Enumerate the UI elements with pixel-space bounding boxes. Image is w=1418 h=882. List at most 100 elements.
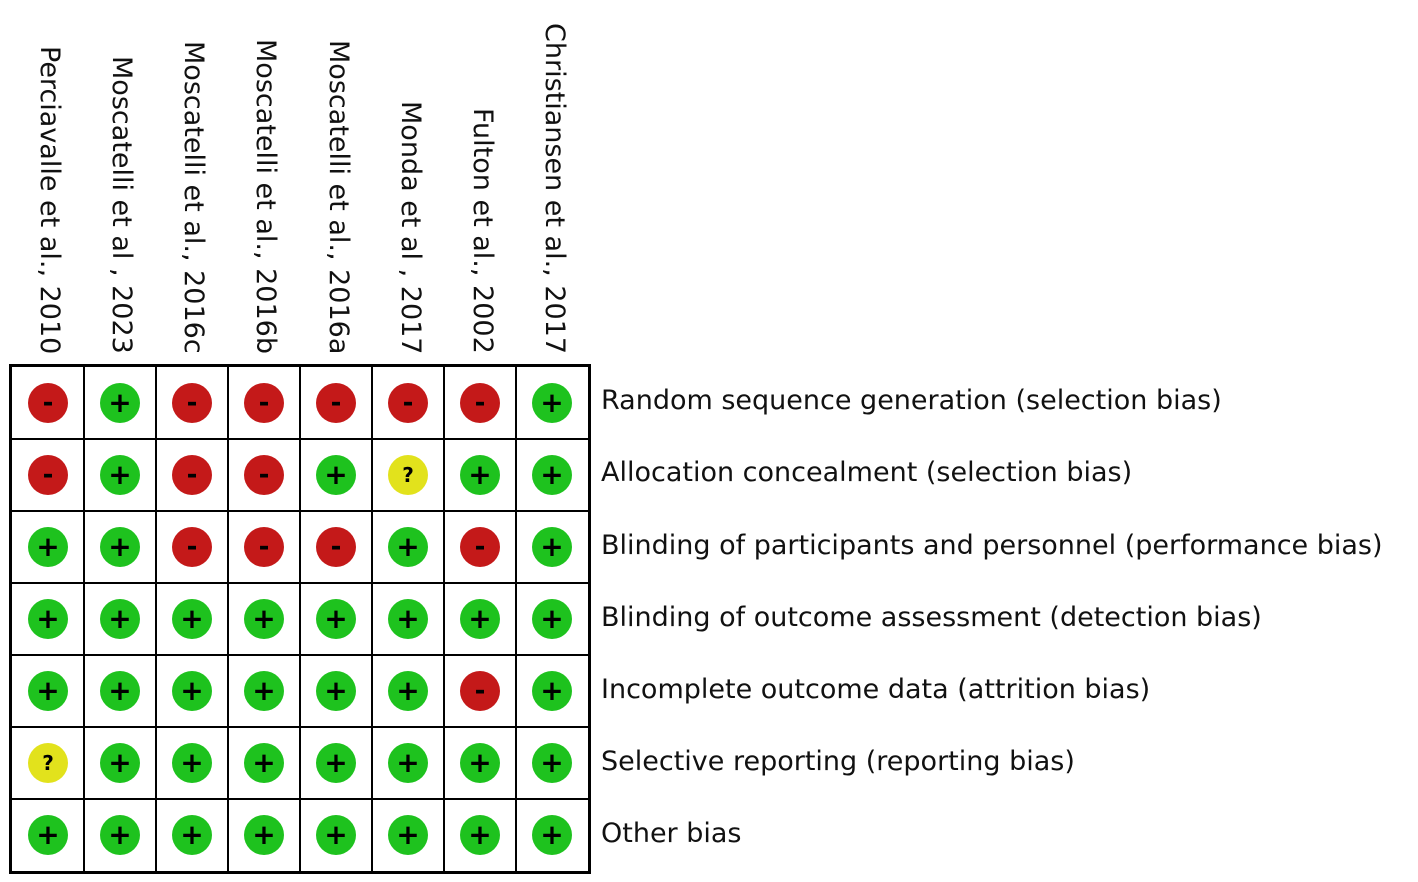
domain-label-blinding-outcome: Blinding of outcome assessment (detectio… bbox=[601, 602, 1262, 633]
judgement-cell: - bbox=[156, 367, 228, 439]
study-label-fulton-2002: Fulton et al., 2002 bbox=[467, 108, 498, 354]
minus-icon: - bbox=[172, 383, 212, 423]
plus-icon: + bbox=[460, 455, 500, 495]
minus-icon: - bbox=[172, 455, 212, 495]
plus-icon: + bbox=[388, 671, 428, 711]
judgement-cell: ? bbox=[372, 439, 444, 511]
minus-icon: - bbox=[28, 383, 68, 423]
domain-label-selective-reporting: Selective reporting (reporting bias) bbox=[601, 746, 1075, 777]
judgement-cell: + bbox=[516, 727, 588, 799]
judgement-cell: + bbox=[84, 799, 156, 871]
plus-icon: + bbox=[244, 599, 284, 639]
plus-icon: + bbox=[28, 815, 68, 855]
plus-icon: + bbox=[460, 815, 500, 855]
domain-label-allocation-concealment: Allocation concealment (selection bias) bbox=[601, 457, 1133, 488]
judgement-cell: ? bbox=[12, 727, 84, 799]
judgement-cell: - bbox=[228, 511, 300, 583]
judgement-grid: -+-----+-+--+?++++---+-+++++++++++++++-+… bbox=[9, 364, 591, 874]
judgement-cell: + bbox=[12, 583, 84, 655]
judgement-cell: + bbox=[444, 583, 516, 655]
plus-icon: + bbox=[244, 671, 284, 711]
plus-icon: + bbox=[172, 599, 212, 639]
plus-icon: + bbox=[316, 743, 356, 783]
judgement-cell: + bbox=[84, 439, 156, 511]
judgement-cell: + bbox=[516, 799, 588, 871]
plus-icon: + bbox=[316, 455, 356, 495]
grid-horizontal-line bbox=[9, 510, 591, 512]
judgement-cell: + bbox=[156, 583, 228, 655]
judgement-cell: - bbox=[156, 439, 228, 511]
judgement-cell: - bbox=[300, 511, 372, 583]
judgement-cell: + bbox=[372, 799, 444, 871]
grid-horizontal-line bbox=[9, 582, 591, 584]
study-label-moscatelli-2016a: Moscatelli et al., 2016a bbox=[323, 39, 354, 354]
judgement-cell: + bbox=[300, 799, 372, 871]
grid-vertical-line bbox=[515, 364, 517, 874]
plus-icon: + bbox=[100, 455, 140, 495]
judgement-cell: + bbox=[156, 799, 228, 871]
minus-icon: - bbox=[244, 383, 284, 423]
judgement-cell: + bbox=[516, 367, 588, 439]
judgement-cell: - bbox=[444, 655, 516, 727]
judgement-cell: + bbox=[12, 799, 84, 871]
grid-vertical-line bbox=[371, 364, 373, 874]
grid-horizontal-line bbox=[9, 654, 591, 656]
plus-icon: + bbox=[460, 743, 500, 783]
domain-label-random-sequence: Random sequence generation (selection bi… bbox=[601, 385, 1222, 416]
grid-horizontal-line bbox=[9, 438, 591, 440]
plus-icon: + bbox=[100, 815, 140, 855]
grid-vertical-line bbox=[155, 364, 157, 874]
minus-icon: - bbox=[460, 383, 500, 423]
minus-icon: - bbox=[172, 527, 212, 567]
minus-icon: - bbox=[28, 455, 68, 495]
plus-icon: + bbox=[100, 383, 140, 423]
plus-icon: + bbox=[388, 599, 428, 639]
judgement-cell: + bbox=[300, 583, 372, 655]
judgement-cell: - bbox=[12, 439, 84, 511]
grid-vertical-line bbox=[443, 364, 445, 874]
grid-vertical-line bbox=[227, 364, 229, 874]
plus-icon: + bbox=[532, 599, 572, 639]
plus-icon: + bbox=[100, 743, 140, 783]
plus-icon: + bbox=[532, 383, 572, 423]
judgement-cell: + bbox=[372, 583, 444, 655]
grid-horizontal-line bbox=[9, 871, 591, 874]
minus-icon: - bbox=[244, 455, 284, 495]
minus-icon: - bbox=[244, 527, 284, 567]
judgement-cell: + bbox=[300, 439, 372, 511]
judgement-cell: + bbox=[444, 799, 516, 871]
study-label-moscatelli-2023: Moscatelli et al , 2023 bbox=[106, 56, 137, 354]
judgement-cell: - bbox=[300, 367, 372, 439]
plus-icon: + bbox=[172, 671, 212, 711]
domain-label-blinding-participants: Blinding of participants and personnel (… bbox=[601, 530, 1383, 561]
judgement-cell: + bbox=[156, 655, 228, 727]
judgement-cell: + bbox=[84, 655, 156, 727]
judgement-cell: - bbox=[372, 367, 444, 439]
plus-icon: + bbox=[532, 671, 572, 711]
grid-vertical-line bbox=[83, 364, 85, 874]
judgement-cell: + bbox=[300, 727, 372, 799]
plus-icon: + bbox=[100, 671, 140, 711]
grid-horizontal-line bbox=[9, 726, 591, 728]
plus-icon: + bbox=[28, 671, 68, 711]
plus-icon: + bbox=[100, 527, 140, 567]
grid-vertical-line bbox=[299, 364, 301, 874]
judgement-cell: + bbox=[372, 655, 444, 727]
plus-icon: + bbox=[28, 599, 68, 639]
judgement-cell: + bbox=[12, 655, 84, 727]
judgement-cell: + bbox=[228, 583, 300, 655]
judgement-cell: + bbox=[444, 439, 516, 511]
minus-icon: - bbox=[316, 383, 356, 423]
plus-icon: + bbox=[316, 815, 356, 855]
judgement-cell: + bbox=[372, 727, 444, 799]
judgement-cell: + bbox=[228, 727, 300, 799]
grid-vertical-line bbox=[588, 364, 591, 874]
study-label-perciavalle-2010: Perciavalle et al., 2010 bbox=[34, 45, 65, 354]
minus-icon: - bbox=[388, 383, 428, 423]
judgement-cell: + bbox=[444, 727, 516, 799]
plus-icon: + bbox=[532, 743, 572, 783]
judgement-cell: - bbox=[444, 367, 516, 439]
plus-icon: + bbox=[172, 743, 212, 783]
plus-icon: + bbox=[244, 815, 284, 855]
